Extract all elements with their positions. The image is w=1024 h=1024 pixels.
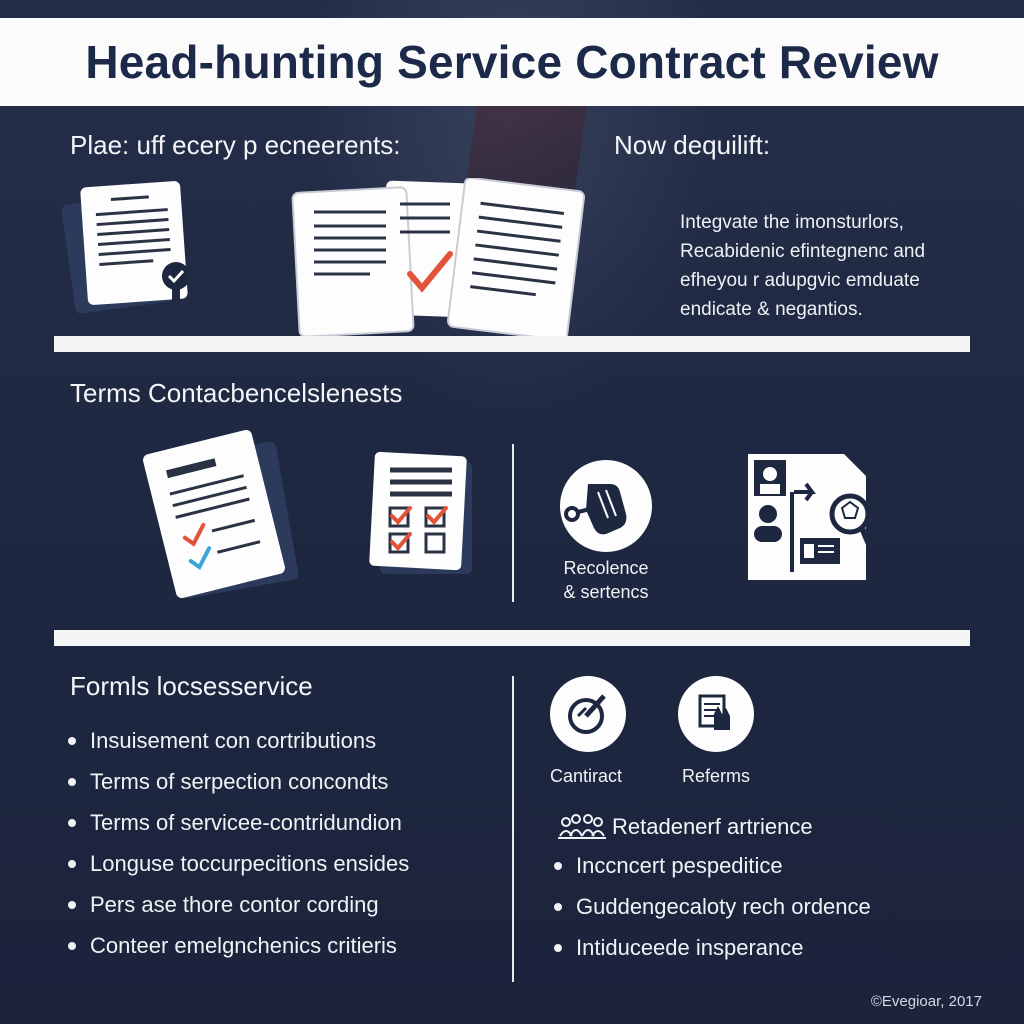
vertical-divider: [512, 444, 514, 602]
page-title: Head-hunting Service Contract Review: [85, 36, 939, 88]
section1-paragraph: Integvate the imonsturlors, Recabidenic …: [680, 208, 925, 324]
list-item-text: Intiduceede insperance: [576, 934, 804, 960]
section1-heading-left: Plae: uff ecery p ecneerents:: [70, 130, 401, 160]
caption-line: & sertencs: [563, 582, 649, 602]
section2-heading: Terms Contacbencelslenests: [70, 378, 403, 408]
section3-heading: Formls locsesservice: [70, 671, 313, 701]
bullet-icon: [554, 902, 562, 911]
list-item: Inccncert pespeditice: [554, 845, 871, 886]
list-item: Longuse toccurpecitions ensides: [68, 843, 409, 884]
list-item: Conteer emelgnchenics critieris: [68, 925, 409, 966]
paragraph-line: efheyou r adupgvic emduate: [680, 270, 920, 291]
right-bullet-list: Inccncert pespeditice Guddengecaloty rec…: [554, 845, 871, 968]
list-item-text: Terms of serpection concondts: [90, 768, 389, 794]
list-item-text: Conteer emelgnchenics critieris: [90, 932, 397, 958]
team-icon: [558, 813, 606, 839]
hand-document-icon: [678, 676, 754, 752]
paragraph-line: Integvate the imonsturlors,: [680, 212, 904, 233]
list-item: Intiduceede insperance: [554, 927, 871, 968]
list-item-text: Inccncert pespeditice: [576, 852, 783, 878]
list-item: Terms of servicee-contridundion: [68, 802, 409, 843]
list-item-text: Guddengecaloty rech ordence: [576, 893, 871, 919]
list-item-text: Insuisement con cortributions: [90, 727, 377, 753]
bullet-icon: [68, 941, 76, 950]
team-item: Retadenerf artrience: [556, 806, 813, 847]
bullet-icon: [68, 900, 76, 909]
bullet-icon: [68, 818, 76, 827]
icon-label-cantiract: Cantiract: [549, 766, 623, 786]
paragraph-line: endicate & negantios.: [680, 299, 863, 320]
list-item-text: Pers ase thore contor cording: [90, 891, 379, 917]
copyright-text: ©Evegioar, 2017: [870, 993, 982, 1010]
section-divider: [54, 336, 970, 352]
list-item: Pers ase thore contor cording: [68, 884, 409, 925]
list-item-text: Terms of servicee-contridundion: [90, 809, 402, 835]
team-item-text: Retadenerf artrience: [612, 813, 813, 839]
list-item-text: Longuse toccurpecitions ensides: [90, 850, 410, 876]
bullet-icon: [68, 736, 76, 745]
section2-caption: Recolence & sertencs: [540, 556, 672, 604]
paragraph-line: Recabidenic efintegnenc and: [680, 241, 926, 262]
left-bullet-list: Insuisement con cortributions Terms of s…: [68, 720, 409, 966]
list-item: Guddengecaloty rech ordence: [554, 886, 871, 927]
bullet-icon: [554, 861, 562, 870]
bullet-icon: [68, 777, 76, 786]
gauge-pen-icon: [550, 676, 626, 752]
document-stamp-icon: [62, 181, 190, 313]
profiles-search-icon: [748, 454, 883, 580]
documents-checkmark-icon: [291, 178, 586, 340]
section-divider: [54, 630, 970, 646]
list-item: Insuisement con cortributions: [68, 720, 409, 761]
hand-key-icon: [560, 460, 652, 552]
caption-line: Recolence: [563, 558, 649, 578]
bullet-icon: [68, 859, 76, 868]
vertical-divider: [512, 676, 514, 982]
icon-label-referms: Referms: [681, 766, 750, 786]
checkbox-form-icon: [369, 451, 472, 574]
bullet-icon: [554, 943, 562, 952]
title-banner: Head-hunting Service Contract Review: [0, 18, 1024, 106]
list-item: Terms of serpection concondts: [68, 761, 409, 802]
document-checklist-icon: [143, 430, 299, 599]
section1-heading-right: Now dequilift:: [614, 130, 771, 160]
